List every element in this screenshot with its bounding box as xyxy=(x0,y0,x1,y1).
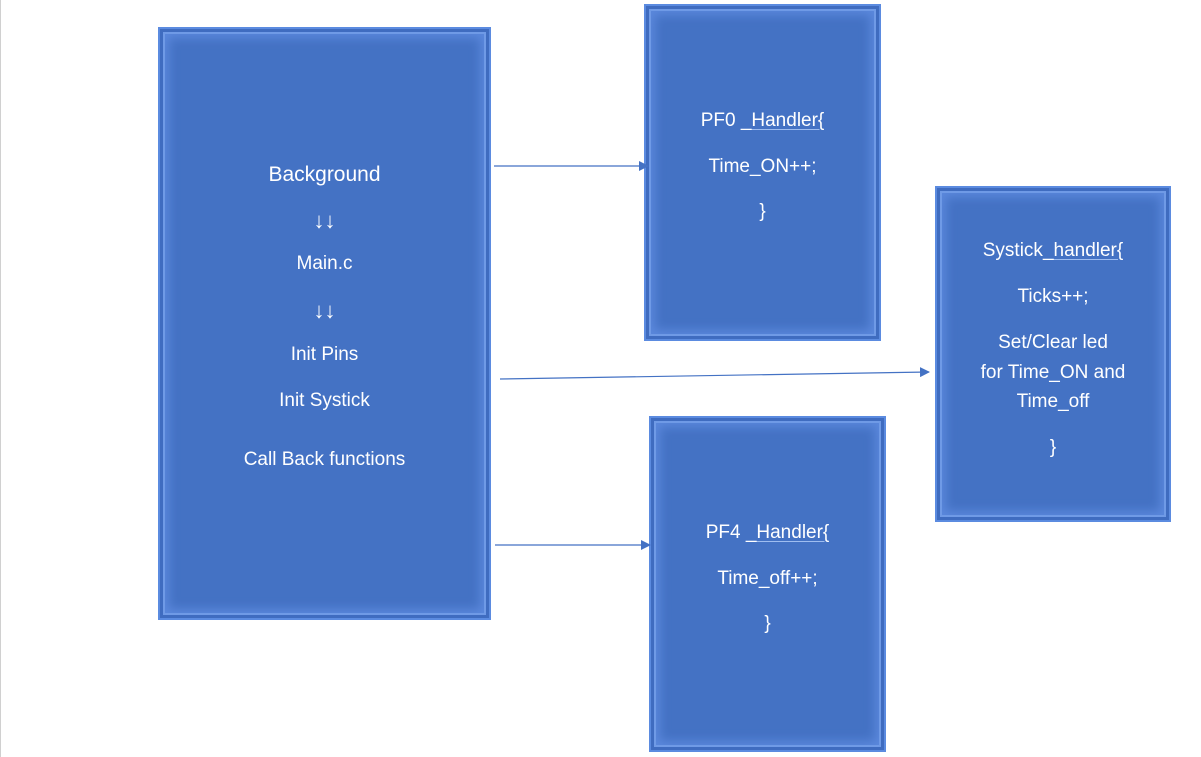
pf0-handler-header: PF0 _Handler{ xyxy=(646,111,879,130)
systick-note-line-3: Time_off xyxy=(1016,391,1090,412)
pf4-handler-close: } xyxy=(764,613,771,634)
init-systick-label: Init Systick xyxy=(279,390,370,411)
page-edge-rule xyxy=(0,0,1,757)
pf4-handler-box[interactable]: PF4 _Handler{ Time_off++; } xyxy=(649,416,886,752)
down-arrows-2: ↓↓ xyxy=(313,298,336,323)
callbacks-label: Call Back functions xyxy=(243,449,406,470)
pf0-handler-body: Time_ON++; xyxy=(708,156,817,177)
pf0-name: PF0 xyxy=(700,110,741,131)
pf0-handler-close: } xyxy=(759,201,766,222)
systick-handler-header: Systick_handler{ xyxy=(937,241,1169,260)
background-main-box[interactable]: Background ↓↓ Main.c ↓↓ Init Pins Init S… xyxy=(158,27,491,620)
pf4-handler-body: Time_off++; xyxy=(717,568,818,589)
main-c-label: Main.c xyxy=(296,253,353,274)
pf4-handler-header: PF4 _Handler{ xyxy=(651,523,884,542)
systick-handler-box[interactable]: Systick_handler{ Ticks++; Set/Clear led … xyxy=(935,186,1171,522)
systick-handler-close: } xyxy=(1049,437,1057,458)
arrow-to-systick-handler xyxy=(499,367,930,380)
systick-note-line-1: Set/Clear led xyxy=(998,332,1108,353)
systick-handler-word: _handler{ xyxy=(1042,240,1124,261)
systick-name: Systick xyxy=(982,240,1043,261)
pf0-handler-word: _Handler{ xyxy=(740,110,825,131)
down-arrows-1: ↓↓ xyxy=(313,208,336,233)
pf4-handler-word: _Handler{ xyxy=(745,522,830,543)
systick-handler-body: Ticks++; xyxy=(1017,286,1089,307)
pf4-name: PF4 xyxy=(705,522,746,543)
pf0-handler-box[interactable]: PF0 _Handler{ Time_ON++; } xyxy=(644,4,881,341)
systick-note-line-2: for Time_ON and xyxy=(980,362,1126,383)
background-title: Background xyxy=(268,163,381,186)
init-pins-label: Init Pins xyxy=(290,344,359,365)
